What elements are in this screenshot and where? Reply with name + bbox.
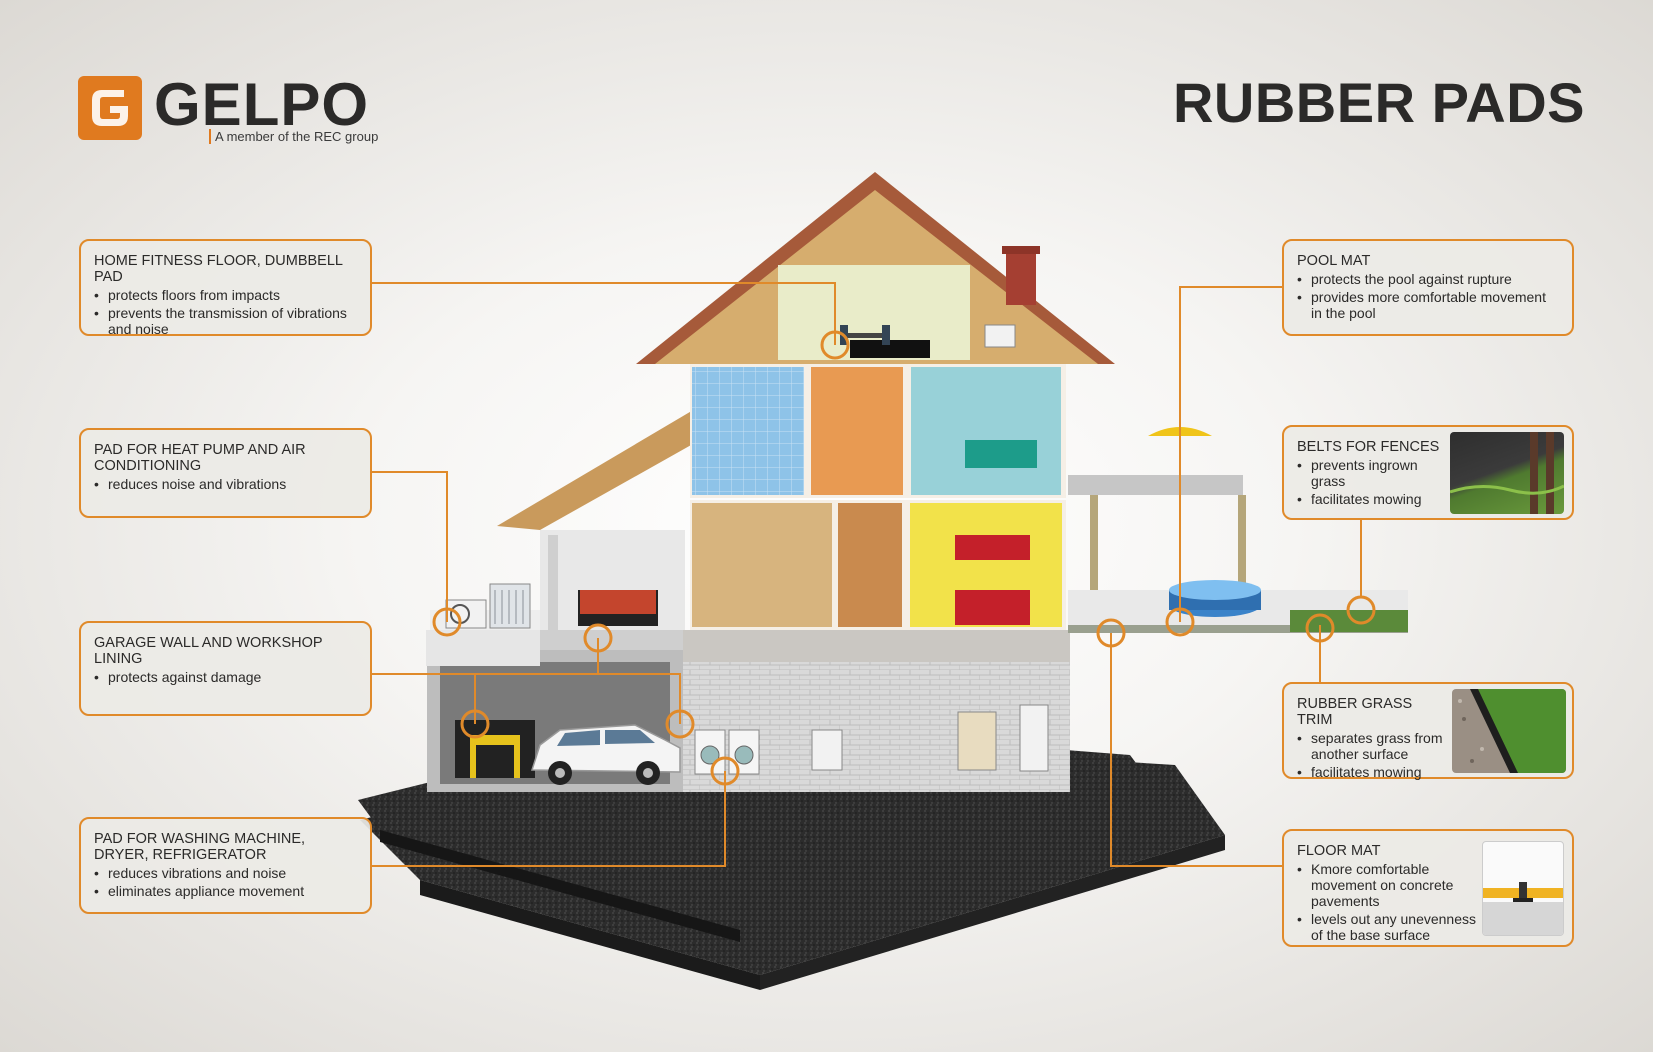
- pool-icon: [1169, 580, 1261, 617]
- bullet-list: reduces noise and vibrations: [94, 476, 358, 492]
- markers: [432, 330, 1376, 786]
- logo-g-icon: [78, 76, 142, 140]
- air-conditioner-icon: [445, 583, 531, 629]
- callout-grass: RUBBER GRASS TRIM separates grass from a…: [1282, 682, 1574, 780]
- list-item: separates grass from another surface: [1297, 730, 1449, 762]
- callout-title: HOME FITNESS FLOOR, DUMBBELL PAD: [94, 253, 343, 285]
- list-item: protects floors from impacts: [94, 287, 358, 303]
- callout-fences: BELTS FOR FENCES prevents ingrown grass …: [1282, 425, 1574, 520]
- list-item: protects against damage: [94, 669, 358, 685]
- callout-heatpump: PAD FOR HEAT PUMP AND AIR CONDITIONING r…: [79, 428, 372, 518]
- list-item: facilitates mowing: [1297, 764, 1449, 780]
- list-item: prevents the transmission of vibrations …: [94, 305, 358, 337]
- bullet-list: protects the pool against rupture provid…: [1297, 271, 1560, 321]
- bullet-list: protects against damage: [94, 669, 358, 685]
- list-item: protects the pool against rupture: [1297, 271, 1560, 287]
- callout-title: PAD FOR HEAT PUMP AND AIR CONDITIONING: [94, 442, 306, 474]
- workshop: [426, 406, 700, 666]
- brand: GELPO A member of the REC group: [78, 71, 398, 146]
- bullet-list: reduces vibrations and noise eliminates …: [94, 865, 358, 899]
- bullet-list: Kmore comfortable movement on concrete p…: [1297, 861, 1477, 943]
- brand-name: GELPO: [154, 71, 370, 138]
- callout-title: BELTS FOR FENCES: [1297, 439, 1440, 455]
- list-item: reduces noise and vibrations: [94, 476, 358, 492]
- grass-trim-photo: [1452, 689, 1566, 773]
- main-house: [636, 172, 1115, 792]
- callout-title: PAD FOR WASHING MACHINE, DRYER, REFRIGER…: [94, 831, 306, 863]
- callout-title: POOL MAT: [1297, 253, 1371, 269]
- list-item: facilitates mowing: [1297, 491, 1447, 507]
- bullet-list: prevents ingrown grass facilitates mowin…: [1297, 457, 1447, 507]
- list-item: levels out any unevenness of the base su…: [1297, 911, 1477, 943]
- callout-pool: POOL MAT protects the pool against ruptu…: [1282, 239, 1574, 336]
- brand-tagline: A member of the REC group: [209, 129, 378, 144]
- fence-belt-photo: [1450, 432, 1564, 514]
- callout-floor: FLOOR MAT Kmore comfortable movement on …: [1282, 829, 1574, 947]
- callout-washing: PAD FOR WASHING MACHINE, DRYER, REFRIGER…: [79, 817, 372, 914]
- callout-garage: GARAGE WALL AND WORKSHOP LINING protects…: [79, 621, 372, 716]
- callout-title: FLOOR MAT: [1297, 843, 1381, 859]
- deck-and-pool: [1068, 427, 1408, 633]
- list-item: Kmore comfortable movement on concrete p…: [1297, 861, 1477, 909]
- callout-title: RUBBER GRASS TRIM: [1297, 696, 1413, 728]
- list-item: reduces vibrations and noise: [94, 865, 358, 881]
- page-title: RUBBER PADS: [1172, 71, 1585, 134]
- bullet-list: separates grass from another surface fac…: [1297, 730, 1449, 780]
- garage: [427, 650, 683, 792]
- washing-machine-icon: [694, 729, 760, 775]
- list-item: provides more comfortable movement in th…: [1297, 289, 1560, 321]
- callout-title: GARAGE WALL AND WORKSHOP LINING: [94, 635, 323, 667]
- floor-mat-diagram: [1482, 841, 1564, 936]
- car-icon: [530, 724, 681, 785]
- bullet-list: protects floors from impacts prevents th…: [94, 287, 358, 337]
- list-item: prevents ingrown grass: [1297, 457, 1447, 489]
- leader-lines: [372, 282, 1362, 867]
- callout-fitness: HOME FITNESS FLOOR, DUMBBELL PAD protect…: [79, 239, 372, 337]
- list-item: eliminates appliance movement: [94, 883, 358, 899]
